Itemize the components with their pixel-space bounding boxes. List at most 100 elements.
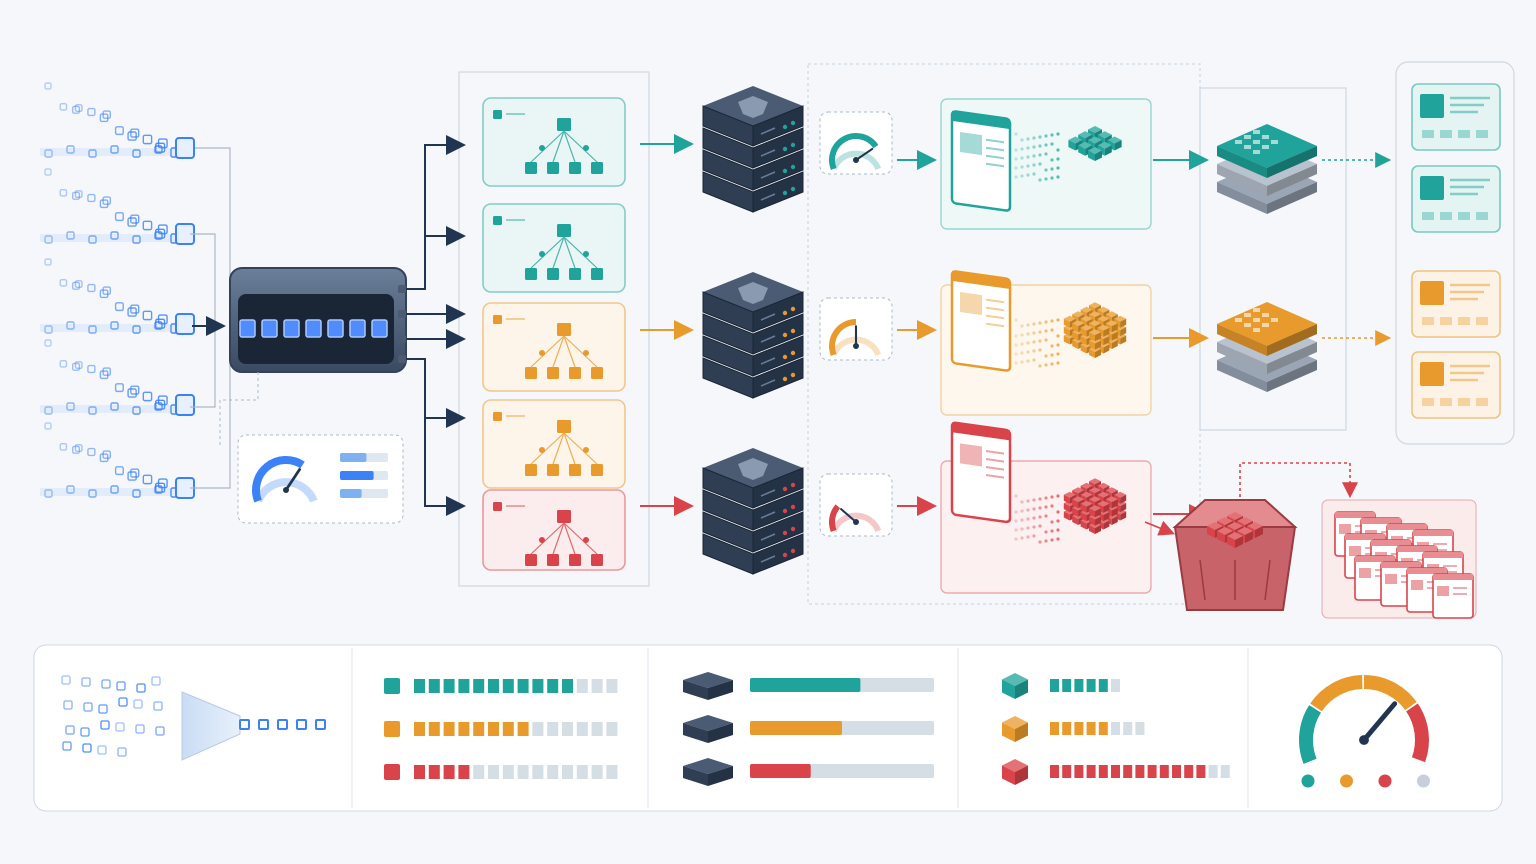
data-packet — [127, 307, 137, 317]
data-cube-cluster — [1063, 478, 1127, 534]
queue-card-normal — [482, 302, 626, 392]
ordered-packet — [296, 719, 307, 730]
particle — [1050, 133, 1054, 137]
summary-queue-bars — [384, 678, 618, 780]
server-slot — [760, 171, 776, 179]
queue-segment — [443, 722, 455, 736]
queue-badge-icon — [493, 315, 502, 324]
data-packet — [132, 406, 141, 415]
tree-node — [539, 350, 545, 356]
tree-leaf — [547, 554, 559, 566]
server-right-face — [752, 357, 804, 399]
particle — [1032, 322, 1036, 326]
cache-layer-left — [1217, 146, 1267, 178]
router-to-gauge-link — [219, 372, 259, 445]
data-packet — [66, 402, 75, 411]
cache-grid-cell — [1235, 140, 1242, 144]
processing-lanes — [640, 86, 1317, 594]
output-thumbnail-icon — [1420, 362, 1444, 386]
mini-server-icon — [683, 715, 733, 743]
queue-card-bg — [482, 302, 626, 392]
particle — [1026, 341, 1030, 345]
queue-segment — [591, 679, 603, 693]
data-packet — [44, 82, 52, 90]
data-packet — [130, 128, 140, 138]
data-packet — [130, 214, 140, 224]
tree-edge — [563, 335, 598, 368]
particle — [1026, 508, 1030, 512]
particle — [1014, 361, 1018, 365]
tree-node — [583, 145, 589, 151]
cache-segment — [1086, 722, 1096, 735]
summary-server-bars — [683, 672, 934, 786]
output-cell — [1440, 398, 1452, 406]
server-load-fill — [750, 764, 811, 778]
doc-image — [1437, 586, 1449, 596]
particle — [1044, 530, 1048, 534]
particle — [1038, 515, 1042, 519]
tree-edge — [552, 432, 565, 465]
particle — [1038, 497, 1042, 501]
scatter-packet — [98, 704, 108, 714]
particle — [1014, 166, 1018, 170]
particle — [1014, 334, 1018, 338]
scatter-packet — [101, 679, 111, 689]
data-packet — [114, 302, 124, 312]
gauge-legend-dot — [1340, 774, 1353, 788]
queue-segment — [502, 679, 514, 693]
output-cell — [1476, 130, 1488, 138]
data-packet — [154, 402, 163, 411]
window-text-line — [986, 298, 1004, 304]
data-packet — [142, 391, 153, 402]
tree-node — [539, 447, 545, 453]
mini-server-right — [708, 766, 733, 786]
tree-leaf — [569, 367, 581, 379]
particle — [1038, 321, 1042, 325]
scatter-packet — [82, 743, 92, 753]
mini-server-left — [683, 680, 708, 700]
server-led — [782, 508, 788, 514]
server-led — [790, 142, 796, 148]
queue-segment — [562, 679, 573, 693]
data-cube — [1097, 324, 1110, 337]
tree-node — [583, 537, 589, 543]
particle — [1032, 516, 1036, 520]
doc-titlebar — [1387, 524, 1427, 530]
data-packet — [59, 278, 68, 287]
particle — [1050, 353, 1054, 357]
archived-doc-stack — [1334, 511, 1474, 619]
scatter-packet — [62, 741, 72, 751]
server-led — [790, 186, 796, 192]
particle — [1056, 528, 1060, 532]
cache-grid-cell — [1253, 130, 1260, 134]
data-packet — [154, 145, 163, 154]
particle — [1014, 519, 1018, 523]
data-packet — [87, 364, 96, 374]
output-cell — [1458, 212, 1470, 220]
tree-root — [557, 420, 571, 433]
data-packet — [87, 447, 96, 457]
tree-edge — [563, 130, 598, 163]
particle — [1038, 178, 1042, 182]
queue-legend-icon — [384, 721, 400, 737]
queue-segment — [458, 765, 470, 779]
cache-stack-icon — [1217, 124, 1317, 214]
particle — [1014, 343, 1018, 347]
tree-edge — [552, 522, 565, 555]
particle — [1032, 145, 1036, 149]
gauge-needle — [284, 468, 301, 492]
server-led — [782, 530, 788, 536]
particle — [1056, 334, 1060, 338]
output-cell — [1440, 130, 1452, 138]
particle — [1032, 136, 1036, 140]
gauge-needle — [840, 508, 858, 524]
mini-server-icon — [683, 758, 733, 786]
gauge-hub — [283, 487, 289, 493]
particle — [1014, 175, 1018, 179]
cache-segment — [1184, 765, 1194, 778]
window-titlebar — [952, 270, 1010, 290]
data-packet — [114, 126, 124, 136]
router-stat-bars — [340, 453, 388, 498]
particle — [1014, 157, 1018, 161]
cache-segment — [1086, 765, 1096, 778]
